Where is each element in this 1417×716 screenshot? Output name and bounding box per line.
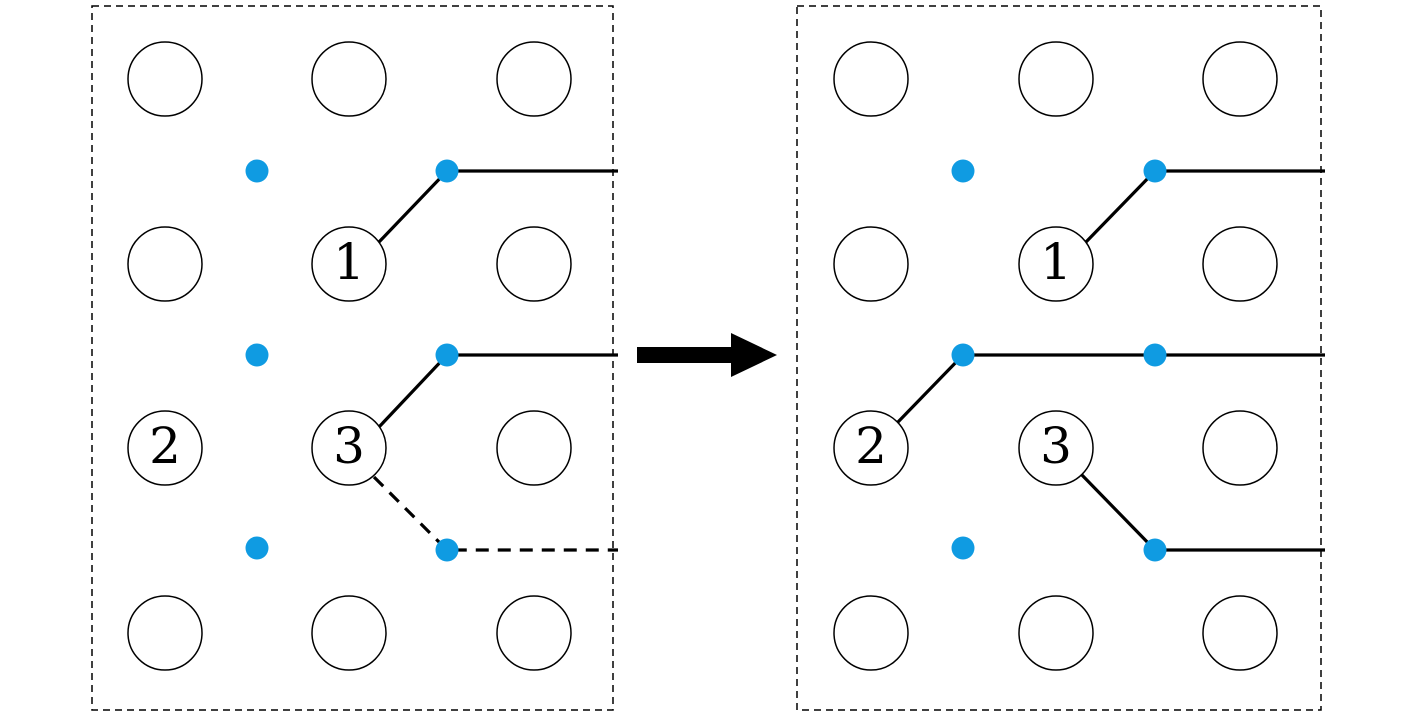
pad [833, 226, 909, 302]
pad-1 [1018, 226, 1094, 302]
via-dot [1143, 343, 1167, 367]
pad-2-label: 2 [149, 417, 181, 475]
before-panel: 1 2 3 [91, 5, 618, 711]
pad-2-label: 2 [855, 417, 887, 475]
pad [311, 41, 387, 117]
via-dot [951, 536, 975, 560]
after-net-1-wire [1084, 169, 1325, 244]
pad [127, 595, 203, 671]
pad-1-label: 1 [333, 233, 365, 291]
pad [1202, 595, 1278, 671]
pad [496, 41, 572, 117]
pad-3-label: 3 [333, 417, 365, 475]
via-dot [245, 343, 269, 367]
pad-3 [1018, 410, 1094, 486]
via-dot [951, 343, 975, 367]
pad-2 [833, 410, 909, 486]
after-frame [796, 5, 1322, 711]
via-dot [435, 538, 459, 562]
pad-1 [311, 226, 387, 302]
pad [833, 41, 909, 117]
pad-3-label: 3 [1040, 417, 1072, 475]
after-panel: 1 2 3 [796, 5, 1325, 711]
pad [833, 595, 909, 671]
pad-1-label: 1 [1040, 233, 1072, 291]
pad [1018, 595, 1094, 671]
pad [1202, 41, 1278, 117]
pad [127, 226, 203, 302]
before-net-3-lower-wire [372, 475, 618, 552]
pad [127, 41, 203, 117]
after-net-3-wire [1078, 471, 1325, 552]
pad-2 [127, 410, 203, 486]
via-dot [1143, 538, 1167, 562]
right-arrow-icon [637, 333, 777, 377]
pad [496, 595, 572, 671]
via-dot [951, 159, 975, 183]
pad [496, 410, 572, 486]
pad [496, 226, 572, 302]
pad [1018, 41, 1094, 117]
pad [311, 595, 387, 671]
pad [1202, 410, 1278, 486]
before-net-3-upper-wire [377, 353, 618, 429]
via-dot [435, 343, 459, 367]
before-net-1-wire [377, 169, 618, 244]
via-dot [245, 159, 269, 183]
pad-3 [311, 410, 387, 486]
pad [1202, 226, 1278, 302]
via-dot [245, 536, 269, 560]
via-dot [435, 159, 459, 183]
via-dot [1143, 159, 1167, 183]
